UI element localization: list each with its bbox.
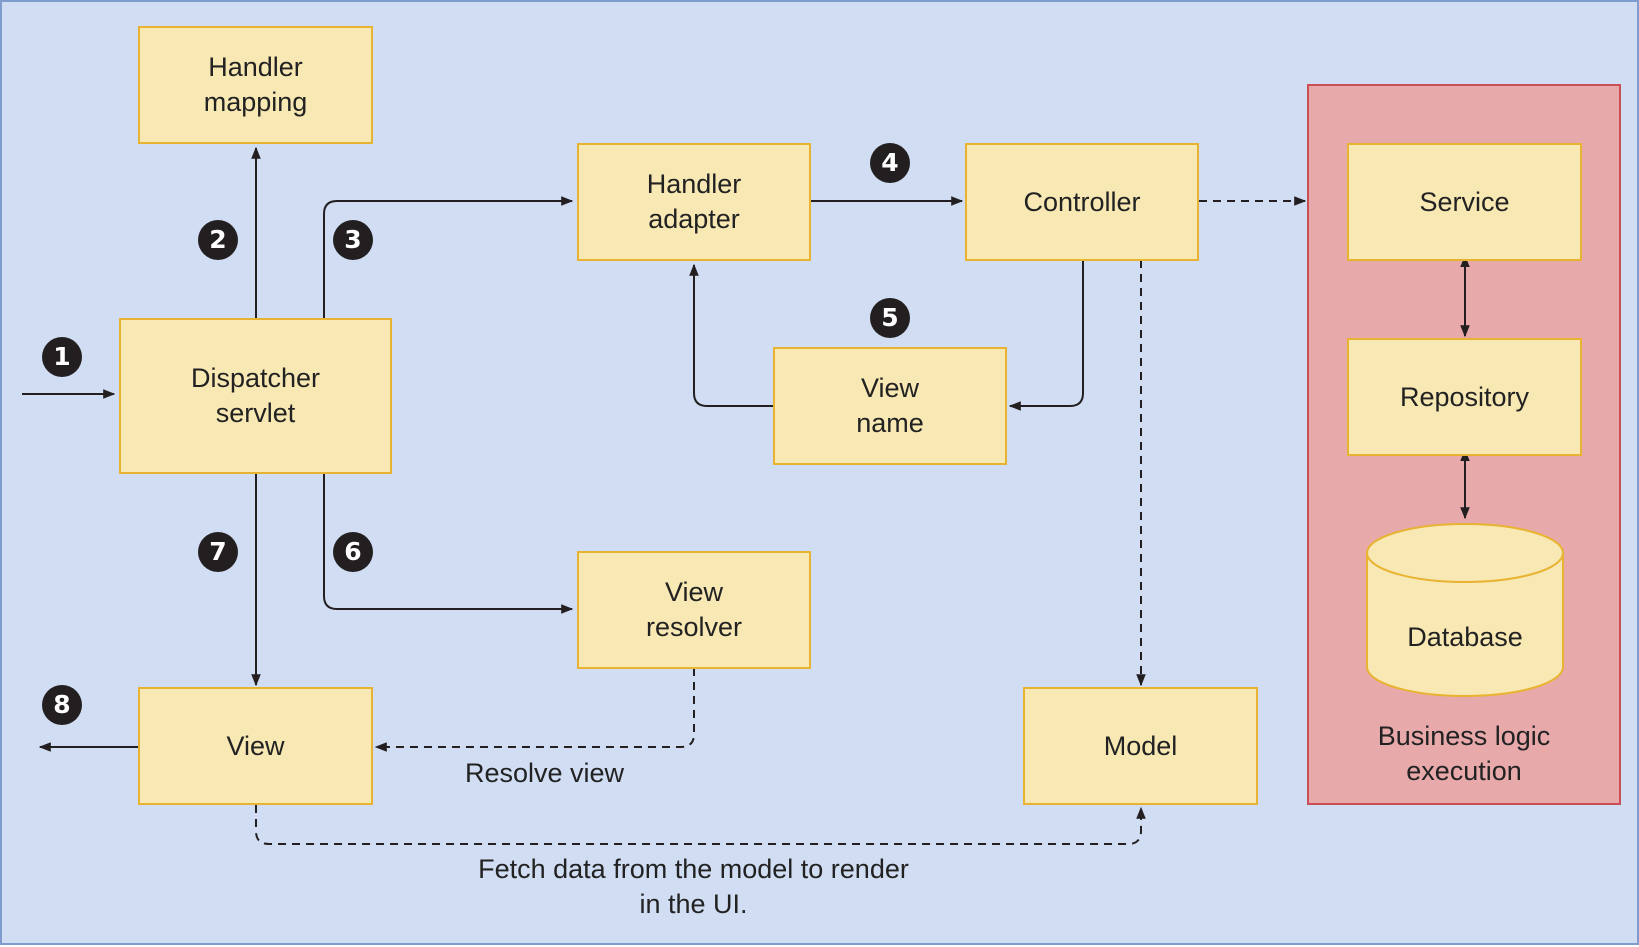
arrow-dispatcher-to-view-resolver: [323, 474, 574, 614]
step-badge-6: 6: [333, 532, 373, 572]
database-cylinder: [1366, 523, 1564, 697]
step-badge-2: 2: [198, 220, 238, 260]
step-badge-4: 4: [870, 143, 910, 183]
view-name-node: View name: [773, 347, 1007, 465]
business-logic-label: Business logic execution: [1377, 721, 1551, 786]
handler-mapping-node: Handler mapping: [138, 26, 373, 144]
service-node: Service: [1347, 143, 1582, 261]
resolve-view-label: Resolve view: [464, 758, 625, 788]
view-node: View: [138, 687, 373, 805]
database-label: Database: [1407, 622, 1523, 652]
handler-adapter-node: Handler adapter: [577, 143, 811, 261]
arrow-dispatcher-to-handler-adapter: [323, 196, 574, 318]
step-badge-5: 5: [870, 298, 910, 338]
repository-node: Repository: [1347, 338, 1582, 456]
step-badge-1: 1: [42, 337, 82, 377]
model-node: Model: [1023, 687, 1258, 805]
arrow-view-name-to-handler-adapter: [689, 263, 773, 407]
dispatcher-servlet-node: Dispatcher servlet: [119, 318, 392, 474]
step-badge-7: 7: [198, 532, 238, 572]
arrow-view-resolver-to-view: [374, 668, 695, 752]
arrow-controller-to-view-name: [1008, 260, 1084, 411]
step-badge-3: 3: [333, 220, 373, 260]
arrow-view-fetch-model: [255, 805, 1146, 845]
controller-node: Controller: [965, 143, 1199, 261]
view-resolver-node: View resolver: [577, 551, 811, 669]
fetch-data-label: Fetch data from the model to render in t…: [478, 854, 909, 919]
step-badge-8: 8: [42, 685, 82, 725]
